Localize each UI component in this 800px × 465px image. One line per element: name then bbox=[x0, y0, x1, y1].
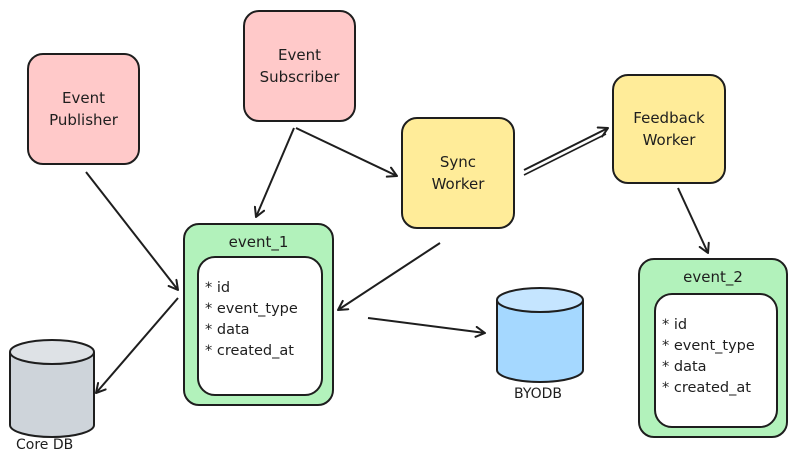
feedback-worker-node: Feedback Worker bbox=[612, 74, 726, 184]
event-2-title: event_2 bbox=[683, 268, 743, 286]
event-subscriber-node: Event Subscriber bbox=[243, 10, 356, 122]
event-2-fields: * id * event_type * data * created_at bbox=[654, 293, 778, 428]
event-2-field: * event_type bbox=[662, 338, 755, 354]
arrow-subscriber-to-sync-worker bbox=[295, 127, 398, 178]
event-2-field: * id bbox=[662, 317, 688, 333]
arrow-event1-to-core-db bbox=[95, 297, 179, 394]
arrow-subscriber-to-event1 bbox=[253, 127, 295, 218]
core-db-cylinder bbox=[9, 339, 95, 438]
event-1-title: event_1 bbox=[228, 233, 289, 251]
feedback-worker-label: Feedback Worker bbox=[633, 109, 705, 149]
event-2-field: * data bbox=[662, 359, 707, 375]
arrow-sync-to-feedback bbox=[523, 126, 609, 171]
event-publisher-node: Event Publisher bbox=[27, 53, 140, 165]
sync-worker-label: Sync Worker bbox=[431, 153, 485, 193]
event-1-field: * created_at bbox=[205, 343, 294, 359]
event-1-field: * data bbox=[205, 322, 250, 338]
byodb-cylinder bbox=[496, 287, 584, 383]
event-2-table: event_2 * id * event_type * data * creat… bbox=[638, 258, 788, 438]
arrow-sync-to-feedback-double bbox=[523, 133, 607, 176]
event-2-field: * created_at bbox=[662, 380, 751, 396]
arrow-sync-to-event1 bbox=[337, 242, 441, 311]
sync-worker-node: Sync Worker bbox=[401, 117, 515, 229]
arrow-feedback-to-event2 bbox=[677, 187, 710, 254]
event-subscriber-label: Event Subscriber bbox=[259, 46, 340, 86]
event-1-fields: * id * event_type * data * created_at bbox=[197, 256, 323, 396]
byodb-label: BYODB bbox=[514, 386, 563, 402]
core-db-label: Core DB bbox=[16, 437, 74, 453]
event-publisher-label: Event Publisher bbox=[49, 89, 118, 129]
event-1-field: * id bbox=[205, 280, 231, 296]
event-1-field: * event_type bbox=[205, 301, 298, 317]
event-1-table: event_1 * id * event_type * data * creat… bbox=[183, 223, 334, 406]
arrow-publisher-to-event1 bbox=[85, 171, 179, 291]
arrow-event1-to-byodb bbox=[367, 317, 486, 338]
